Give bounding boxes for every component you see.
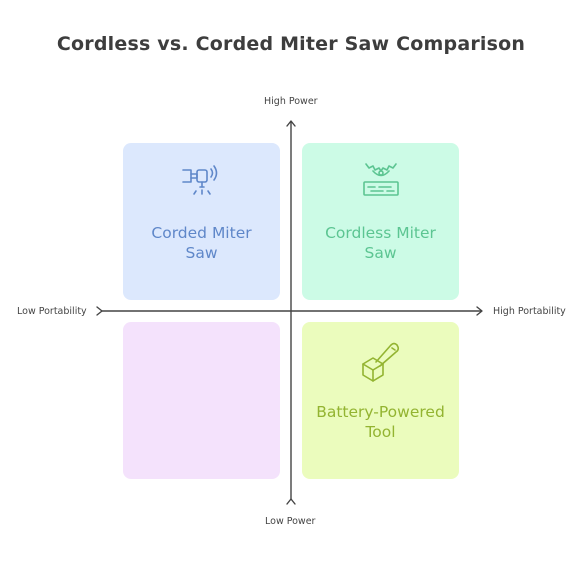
cordless-saw-icon — [363, 163, 399, 196]
battery-tool-icon — [362, 342, 400, 382]
diagram-title: Cordless vs. Corded Miter Saw Comparison — [56, 33, 526, 55]
quadrant-label-corded: Corded Miter Saw — [151, 224, 252, 262]
axis-label-top: High Power — [264, 96, 318, 107]
quadrant-label-battery: Battery-Powered Tool — [316, 403, 445, 441]
axis-label-left: Low Portability — [17, 306, 87, 317]
axis-label-bottom: Low Power — [265, 516, 316, 527]
quadrant-empty — [123, 322, 280, 479]
quadrant-corded-miter-saw: Corded Miter Saw — [123, 143, 280, 300]
quadrant-battery-powered-tool: Battery-Powered Tool — [302, 322, 459, 479]
axis-label-right: High Portability — [493, 306, 566, 317]
quadrant-cordless-miter-saw: Cordless Miter Saw — [302, 143, 459, 300]
corded-saw-icon — [182, 165, 218, 195]
quadrant-label-cordless: Cordless Miter Saw — [325, 224, 436, 262]
